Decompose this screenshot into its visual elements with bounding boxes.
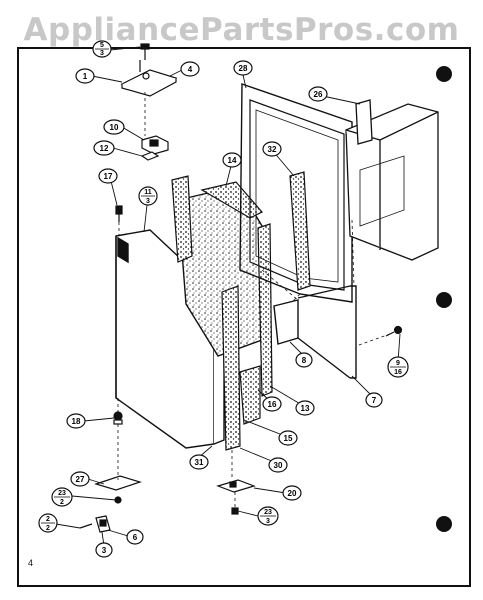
- callout-label: 14: [228, 156, 237, 165]
- hinge-bracket-part: [216, 479, 256, 493]
- callout-label: 32: [268, 145, 277, 154]
- callout-label: 3: [102, 546, 107, 555]
- callout-13: 13: [295, 400, 315, 416]
- mullion-strip-part: [289, 171, 311, 291]
- callout-label: 3: [146, 198, 150, 205]
- callout-28: 28: [233, 60, 253, 76]
- callout-label: 17: [104, 172, 113, 181]
- callout-7: 7: [365, 392, 383, 408]
- callout-label: 12: [100, 144, 109, 153]
- callout-label: 20: [288, 489, 297, 498]
- callout-label: 16: [268, 400, 277, 409]
- callout-label: 10: [110, 123, 119, 132]
- breaker-strip-part: [297, 285, 357, 379]
- callout-32: 32: [262, 141, 282, 157]
- callout-5-3: 5 3: [92, 40, 112, 58]
- callout-label: 16: [394, 369, 402, 376]
- callout-18: 18: [66, 413, 86, 429]
- callout-label: 28: [239, 64, 248, 73]
- callout-label: 31: [195, 458, 204, 467]
- callout-label: 2: [46, 516, 50, 523]
- shim-part: [140, 151, 160, 161]
- callout-23-3: 23 3: [257, 506, 279, 526]
- callout-label: 6: [133, 533, 138, 542]
- callout-1: 1: [75, 68, 95, 84]
- top-hinge-part: [120, 60, 178, 97]
- callout-6: 6: [126, 529, 144, 545]
- callout-label: 8: [302, 356, 307, 365]
- callout-16: 16: [262, 396, 282, 412]
- callout-label: 3: [100, 50, 104, 57]
- punch-hole: [436, 292, 452, 308]
- page-number: 4: [28, 558, 34, 568]
- screw-part: [231, 507, 239, 515]
- callout-label: 1: [83, 72, 88, 81]
- cabinet-frame-part: [239, 83, 353, 303]
- callout-30: 30: [268, 457, 288, 473]
- callout-label: 2: [60, 499, 64, 506]
- callout-14: 14: [222, 152, 242, 168]
- page-frame: [17, 47, 471, 587]
- alignment-lines: [117, 92, 391, 508]
- callout-label: 18: [72, 417, 81, 426]
- callout-27: 27: [70, 471, 90, 487]
- callout-9-16: 9 16: [387, 356, 409, 378]
- callout-4: 4: [180, 61, 200, 77]
- screw-part: [115, 205, 123, 222]
- callout-label: 9: [396, 360, 400, 367]
- gasket-part: [273, 299, 299, 345]
- callout-label: 23: [58, 490, 66, 497]
- callout-label: 23: [264, 509, 272, 516]
- door-vertical-strip: [221, 285, 241, 451]
- insulation-strip-top: [200, 181, 263, 219]
- callout-label: 26: [314, 90, 323, 99]
- bushing-part: [113, 411, 123, 425]
- hinge-pin-part: [79, 515, 111, 533]
- callout-label: 15: [284, 434, 293, 443]
- punch-hole: [436, 516, 452, 532]
- bottom-hinge-part: [94, 475, 142, 504]
- hinge-bracket-part: [141, 135, 169, 155]
- punch-hole: [436, 66, 452, 82]
- callout-11-3: 11 3: [138, 186, 158, 206]
- callout-12: 12: [93, 140, 115, 156]
- callout-2-2: 2 2: [38, 513, 58, 533]
- callout-label: 4: [188, 65, 193, 74]
- callout-20: 20: [282, 485, 302, 501]
- callout-17: 17: [98, 168, 118, 184]
- callout-15: 15: [278, 430, 298, 446]
- back-compartment-part: [345, 99, 439, 261]
- callout-23-2: 23 2: [51, 487, 73, 507]
- insulation-strip-left: [171, 175, 193, 263]
- callout-label: 5: [100, 42, 104, 49]
- callout-26: 26: [308, 86, 328, 102]
- callout-3: 3: [95, 542, 113, 558]
- callout-31: 31: [189, 454, 209, 470]
- leader-lines: [55, 46, 401, 547]
- callout-label: 13: [301, 404, 310, 413]
- callout-10: 10: [103, 119, 125, 135]
- callout-8: 8: [295, 352, 313, 368]
- callout-label: 30: [274, 461, 283, 470]
- callout-label: 27: [76, 475, 85, 484]
- callout-label: 11: [144, 189, 152, 196]
- callout-label: 2: [46, 525, 50, 532]
- watermark: AppliancePartsPros.com: [23, 12, 460, 48]
- screw-part: [140, 43, 150, 60]
- callout-label: 7: [372, 396, 377, 405]
- callout-label: 3: [266, 518, 270, 525]
